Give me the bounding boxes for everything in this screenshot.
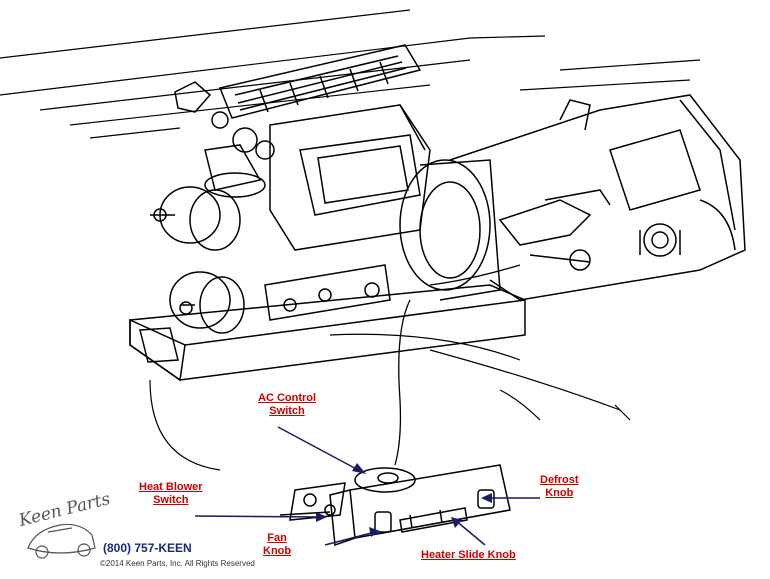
callout-defrost-knob[interactable]: Defrost Knob xyxy=(540,474,579,499)
copyright-notice: ©2014 Keen Parts, Inc. All Rights Reserv… xyxy=(100,559,255,568)
arrowhead-ac-control-switch xyxy=(352,463,366,474)
callout-fan-knob[interactable]: Fan Knob xyxy=(263,532,292,557)
callout-ac-control-switch[interactable]: AC Control Switch xyxy=(258,392,317,417)
leader-fan-knob xyxy=(324,531,376,546)
control-head-unit xyxy=(279,464,511,547)
phone-number: (800) 757-KEEN xyxy=(103,541,192,555)
arrowhead-heat-blower-switch xyxy=(316,512,327,522)
leader-lines xyxy=(194,426,540,546)
heater-box-assembly xyxy=(129,44,746,382)
dash-lines xyxy=(0,9,701,471)
control-cable xyxy=(394,264,521,466)
arrowhead-defrost-knob xyxy=(481,493,492,503)
leader-ac-control-switch xyxy=(277,426,363,473)
arrowhead-heater-slide-knob xyxy=(451,517,462,528)
leader-heat-blower-switch xyxy=(194,515,323,518)
callout-heat-blower-switch[interactable]: Heat Blower Switch xyxy=(139,481,203,506)
callout-heater-slide-knob[interactable]: Heater Slide Knob xyxy=(421,549,516,561)
keen-parts-car-logo xyxy=(27,523,96,559)
leader-heater-slide-knob xyxy=(454,519,486,546)
leader-arrowheads xyxy=(316,463,492,537)
arrowhead-fan-knob xyxy=(369,527,380,537)
